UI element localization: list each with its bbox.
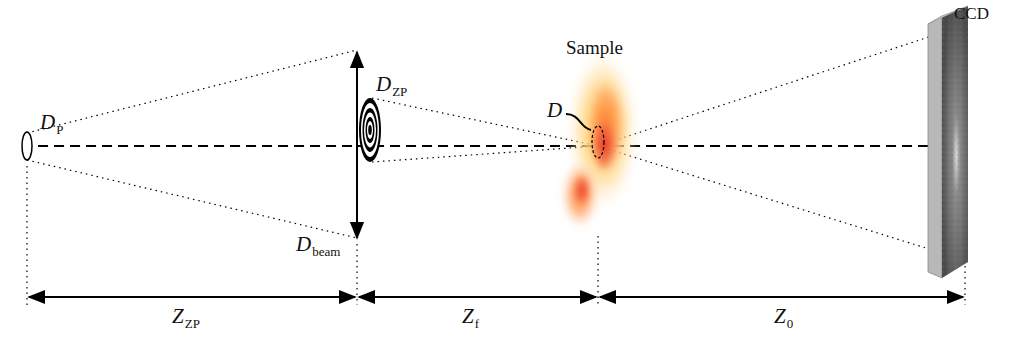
- subscript: ZP: [185, 317, 200, 330]
- beam-envelope: [27, 28, 958, 258]
- symbol: D: [296, 234, 311, 255]
- distance-symbol: Z: [172, 306, 184, 327]
- dimension-arrows: [29, 296, 963, 298]
- subscript: beam: [312, 245, 340, 258]
- subscript: P: [56, 123, 63, 136]
- illuminated-area: [592, 126, 604, 158]
- subscript: 0: [787, 317, 794, 330]
- beam-diameter-arrow: [356, 52, 358, 238]
- extension-lines: [27, 166, 965, 305]
- subscript: f: [475, 317, 479, 330]
- symbol: D: [40, 112, 55, 133]
- optical-axis: [22, 145, 968, 147]
- pinhole: [22, 132, 32, 160]
- symbol: D: [547, 100, 562, 121]
- subscript: ZP: [392, 85, 407, 98]
- leader-line: [566, 114, 591, 130]
- part-name: CCD: [954, 5, 989, 22]
- zone-plate: [359, 98, 381, 162]
- distance-symbol: Z: [462, 306, 474, 327]
- sample-blob: [563, 52, 637, 227]
- symbol: D: [376, 74, 391, 95]
- part-name: Sample: [566, 38, 623, 57]
- ccd-detector: [928, 6, 968, 278]
- distance-symbol: Z: [774, 306, 786, 327]
